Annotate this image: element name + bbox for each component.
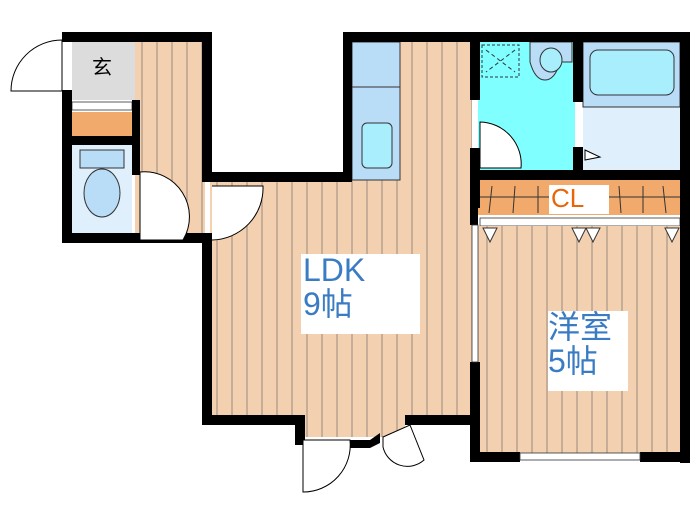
bathroom-door[interactable] bbox=[479, 121, 522, 169]
ldk-size: 9帖 bbox=[303, 285, 353, 322]
storage-shelf bbox=[72, 112, 132, 136]
western-room-label: 洋室 5帖 bbox=[548, 309, 628, 391]
window bbox=[519, 452, 641, 461]
ldk-label: LDK 9帖 bbox=[301, 252, 420, 334]
washbasin-icon bbox=[539, 47, 563, 73]
genkan-label: 玄 bbox=[92, 57, 112, 79]
sliding-door bbox=[471, 224, 479, 363]
bathtub-icon bbox=[589, 49, 675, 96]
utility-door[interactable] bbox=[382, 424, 425, 467]
porch-door[interactable] bbox=[302, 439, 351, 493]
sink-icon bbox=[361, 122, 393, 169]
western-room-name: 洋室 bbox=[548, 309, 613, 345]
western-room-size: 5帖 bbox=[548, 342, 598, 379]
toilet-icon bbox=[83, 168, 121, 218]
entrance-door[interactable] bbox=[10, 39, 63, 92]
ldk-name: LDK bbox=[303, 252, 366, 288]
genkan-floor bbox=[72, 42, 135, 100]
walls bbox=[62, 32, 690, 463]
closet-label: CL bbox=[549, 184, 609, 214]
toilet-door[interactable] bbox=[139, 171, 190, 241]
